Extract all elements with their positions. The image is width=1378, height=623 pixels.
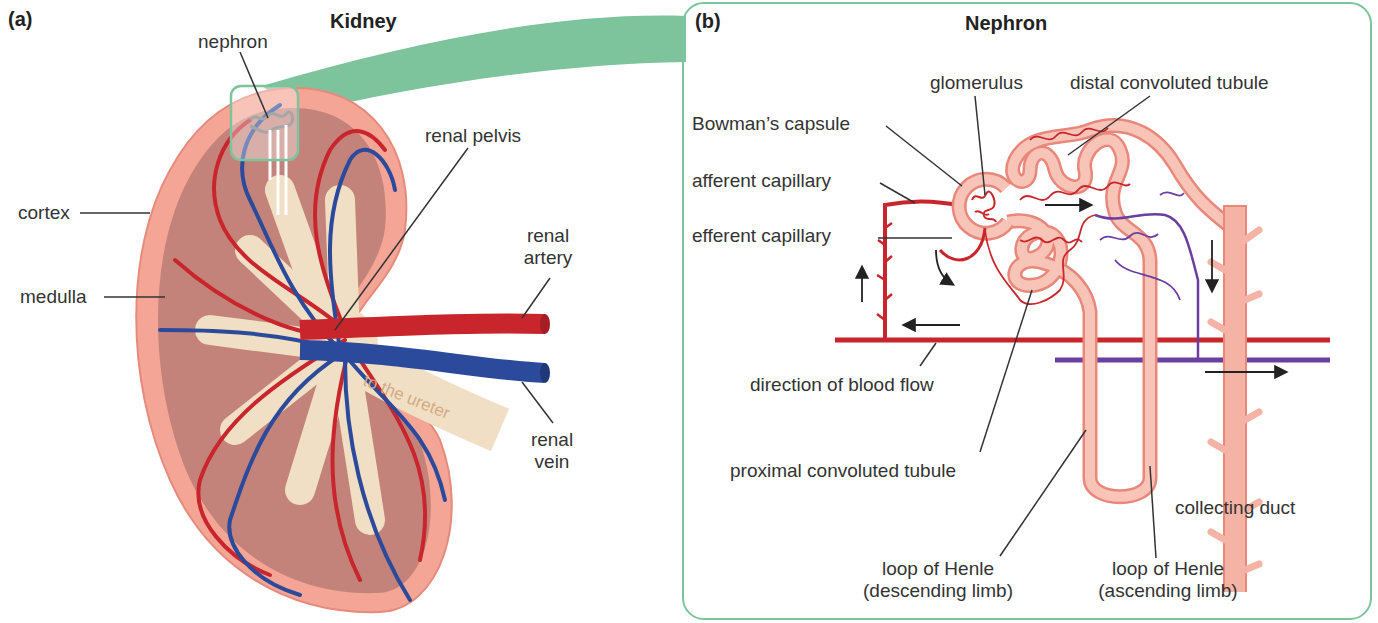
part-label: Bowman’s capsule: [692, 113, 850, 135]
part-label: proximal convoluted tubule: [730, 460, 956, 482]
part-label: direction of blood flow: [750, 374, 934, 396]
collecting-duct-shape: [1211, 205, 1259, 592]
panel-letter: (b): [695, 10, 721, 33]
afferent-vessel: [877, 201, 962, 340]
leader-lines-b: [878, 96, 1156, 558]
part-label: cortex: [18, 202, 70, 224]
part-label: distal convoluted tubule: [1070, 72, 1269, 94]
nephron-highlight: [231, 86, 298, 160]
part-label: renal pelvis: [425, 125, 521, 147]
tubule-outline: [1008, 125, 1232, 496]
panel-letter: (a): [8, 8, 32, 30]
part-label: afferent capillary: [692, 170, 831, 192]
glomerulus-capillaries: [972, 192, 996, 222]
part-label: glomerulus: [930, 72, 1023, 94]
leader-lines-a: [80, 52, 553, 423]
part-label: efferent capillary: [692, 225, 831, 247]
part-label: collecting duct: [1175, 497, 1295, 519]
renal-vein-vessel: [300, 350, 545, 373]
tubule-fill: [1008, 125, 1232, 496]
vein-end: [540, 363, 550, 383]
part-label: renal vein: [512, 429, 592, 473]
panel-title: Nephron: [965, 12, 1047, 35]
panel-box: (b) Nephron: [682, 2, 1372, 620]
flow-arrows: [862, 205, 1285, 372]
artery-end: [540, 314, 550, 334]
peritubular-capillaries: [940, 128, 1198, 360]
panel-title: Kidney: [330, 10, 397, 32]
part-label: loop of Henle (ascending limb): [1078, 558, 1258, 602]
part-label: loop of Henle (descending limb): [848, 558, 1028, 602]
part-label: nephron: [198, 31, 268, 53]
part-label: renal artery: [508, 225, 588, 269]
part-label: medulla: [20, 286, 87, 308]
